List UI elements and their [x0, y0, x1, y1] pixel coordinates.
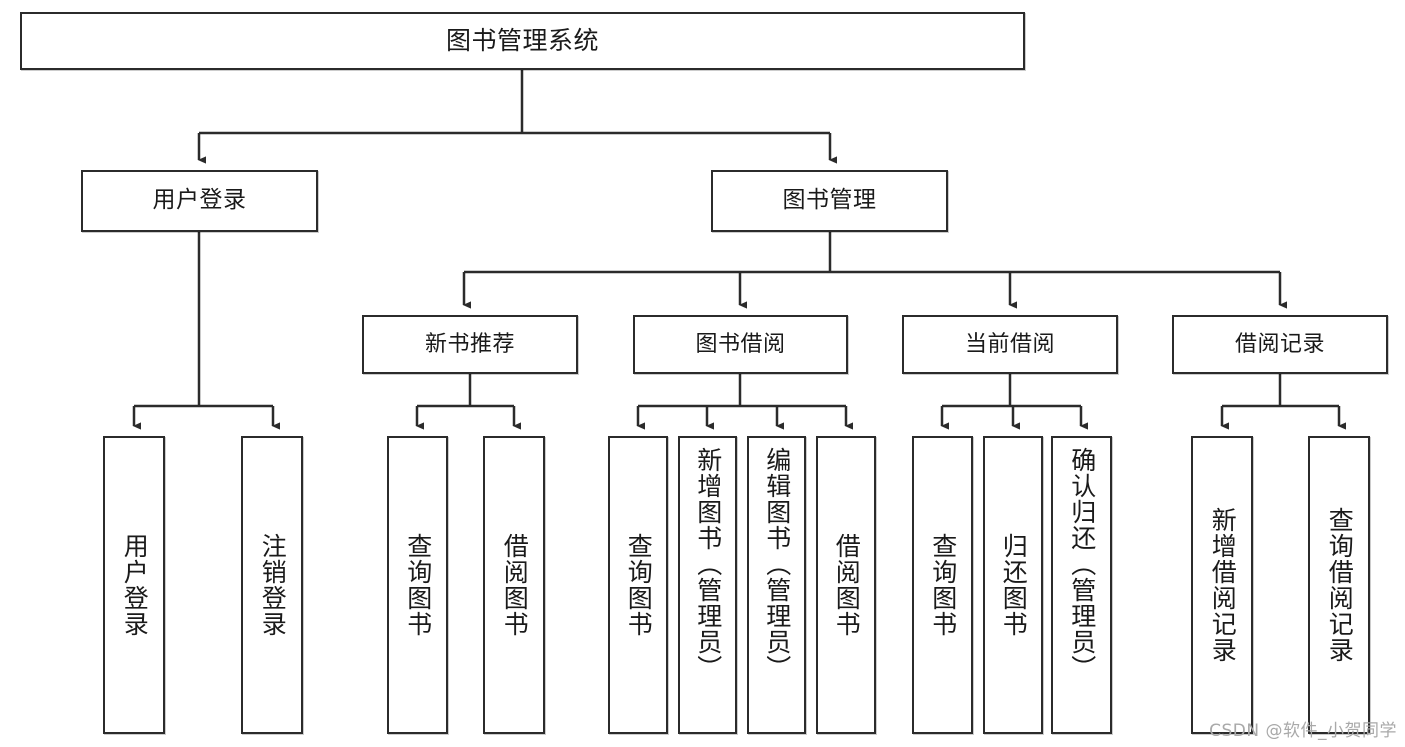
node-new-book-recommend[interactable]: 新书推荐 [362, 315, 578, 374]
node-current-borrow[interactable]: 当前借阅 [902, 315, 1118, 374]
node-book-borrow[interactable]: 图书借阅 [633, 315, 848, 374]
leaf-confirm-return-admin[interactable]: 确认归还（管理员） [1051, 436, 1112, 734]
node-user-login[interactable]: 用户登录 [81, 170, 318, 232]
node-label: 新书推荐 [424, 331, 515, 357]
node-label: 查询图书 [624, 533, 654, 637]
node-label: 新增图书（管理员） [693, 447, 723, 681]
node-label: 新增借阅记录 [1208, 507, 1238, 663]
node-root[interactable]: 图书管理系统 [20, 12, 1025, 70]
leaf-user-login[interactable]: 用户登录 [103, 436, 165, 734]
node-label: 归还图书 [999, 533, 1029, 637]
node-label: 查询借阅记录 [1325, 507, 1355, 663]
leaf-return-book[interactable]: 归还图书 [983, 436, 1043, 734]
leaf-query-book-borrow[interactable]: 查询图书 [608, 436, 668, 734]
node-label: 注销登录 [258, 533, 288, 637]
node-label: 借阅图书 [832, 533, 862, 637]
node-borrow-record[interactable]: 借阅记录 [1172, 315, 1388, 374]
leaf-user-logout[interactable]: 注销登录 [241, 436, 303, 734]
leaf-borrow-book[interactable]: 借阅图书 [816, 436, 876, 734]
node-label: 查询图书 [403, 533, 433, 637]
node-label: 当前借阅 [964, 331, 1055, 357]
node-label: 借阅记录 [1234, 331, 1325, 357]
leaf-borrow-book-new[interactable]: 借阅图书 [483, 436, 545, 734]
node-book-management[interactable]: 图书管理 [711, 170, 948, 232]
node-label: 图书管理系统 [445, 26, 599, 56]
leaf-query-book-new[interactable]: 查询图书 [387, 436, 448, 734]
leaf-edit-book-admin[interactable]: 编辑图书（管理员） [747, 436, 806, 734]
node-label: 用户登录 [120, 533, 150, 637]
node-label: 用户登录 [152, 187, 247, 214]
node-label: 图书借阅 [695, 331, 786, 357]
node-label: 编辑图书（管理员） [762, 447, 792, 681]
leaf-add-book-admin[interactable]: 新增图书（管理员） [678, 436, 737, 734]
node-label: 确认归还（管理员） [1067, 447, 1097, 681]
watermark: CSDN @软件_小贺同学 [1209, 721, 1397, 741]
node-label: 图书管理 [782, 187, 877, 214]
node-label: 查询图书 [928, 533, 958, 637]
node-label: 借阅图书 [500, 533, 530, 637]
leaf-add-borrow-record[interactable]: 新增借阅记录 [1191, 436, 1253, 734]
leaf-query-book-current[interactable]: 查询图书 [912, 436, 973, 734]
leaf-query-borrow-record[interactable]: 查询借阅记录 [1308, 436, 1370, 734]
